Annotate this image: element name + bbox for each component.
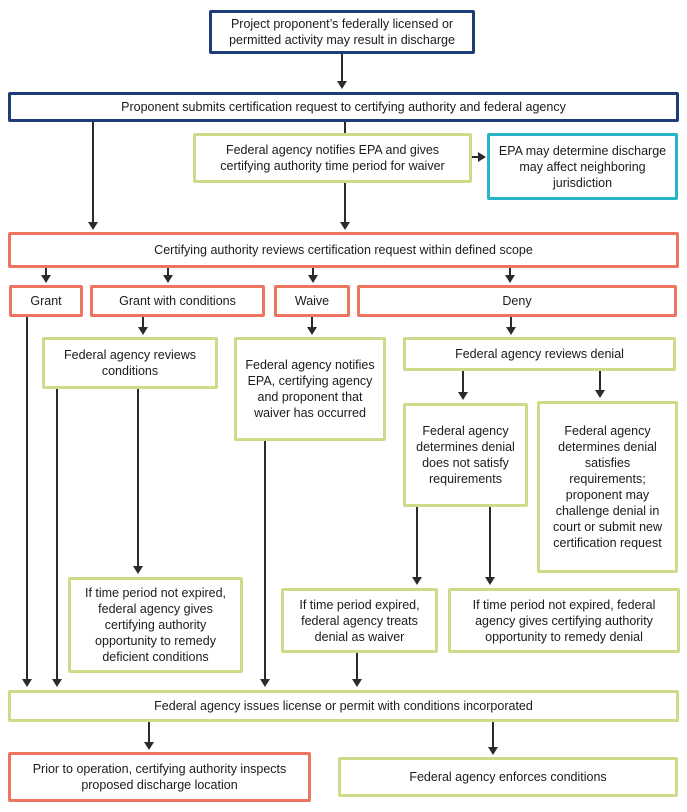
arrow-reviews-conditions-to-issue-line (56, 389, 58, 679)
arrow-not-satisfy-to-expired-line (416, 507, 418, 577)
node-denial-satisfies: Federal agency determines denial satisfi… (537, 401, 678, 573)
arrow-grant-conditions-to-reviews-line (142, 317, 144, 327)
arrow-review-to-grant-line (45, 268, 47, 275)
node-denial-not-satisfy: Federal agency determines denial does no… (403, 403, 528, 507)
arrow-issue-to-enforce-line (492, 722, 494, 747)
node-remedy-deficient-conditions: If time period not expired, federal agen… (68, 577, 243, 673)
arrow-review-denial-to-not-satisfy-line (462, 371, 464, 392)
arrow-deny-to-review-denial-head (506, 327, 516, 335)
arrow-reviews-conditions-to-issue-head (52, 679, 62, 687)
node-submit-certification-request: Proponent submits certification request … (8, 92, 679, 122)
node-remedy-denial: If time period not expired, federal agen… (448, 588, 680, 653)
arrow-activity-to-submit-line (341, 54, 343, 81)
arrow-deny-to-review-denial-line (510, 317, 512, 327)
node-epa-neighboring-jurisdiction: EPA may determine discharge may affect n… (487, 133, 678, 200)
arrow-reviews-conditions-to-remedy-line (137, 389, 139, 566)
arrow-submit-to-review-line (92, 122, 94, 222)
arrow-issue-to-enforce-head (488, 747, 498, 755)
node-grant-with-conditions: Grant with conditions (90, 285, 265, 317)
arrow-review-to-grant-head (41, 275, 51, 283)
node-enforces-conditions: Federal agency enforces conditions (338, 757, 678, 797)
node-grant: Grant (9, 285, 83, 317)
node-issues-license-permit: Federal agency issues license or permit … (8, 690, 679, 722)
arrow-review-to-grant-conditions-line (167, 268, 169, 275)
arrow-not-satisfy-to-remedy-denial-head (485, 577, 495, 585)
arrow-review-to-deny-head (505, 275, 515, 283)
node-certifying-authority-reviews: Certifying authority reviews certificati… (8, 232, 679, 268)
arrow-issue-to-inspect-line (148, 722, 150, 742)
node-deny: Deny (357, 285, 677, 317)
arrow-notify-epa-to-review-head (340, 222, 350, 230)
arrow-grant-to-issue-line (26, 317, 28, 679)
arrow-review-to-grant-conditions-head (163, 275, 173, 283)
arrow-activity-to-submit-head (337, 81, 347, 89)
arrow-grant-to-issue-head (22, 679, 32, 687)
node-inspects-discharge-location: Prior to operation, certifying authority… (8, 752, 311, 802)
node-waive: Waive (274, 285, 350, 317)
arrow-review-denial-to-satisfies-line (599, 371, 601, 390)
node-proponent-activity: Project proponent’s federally licensed o… (209, 10, 475, 54)
arrow-grant-conditions-to-reviews-head (138, 327, 148, 335)
arrow-issue-to-inspect-head (144, 742, 154, 750)
arrow-review-to-waive-line (312, 268, 314, 275)
connector-submit-to-notify-epa (344, 122, 346, 133)
arrow-waive-to-notify-line (311, 317, 313, 327)
arrow-not-satisfy-to-expired-head (412, 577, 422, 585)
arrow-review-to-deny-line (509, 268, 511, 275)
arrow-review-denial-to-satisfies-head (595, 390, 605, 398)
node-reviews-conditions: Federal agency reviews conditions (42, 337, 218, 389)
arrow-notify-waiver-to-issue-head (260, 679, 270, 687)
arrow-reviews-conditions-to-remedy-head (133, 566, 143, 574)
arrow-notify-epa-to-neighbor-line (472, 156, 478, 158)
arrow-expired-to-issue-head (352, 679, 362, 687)
arrow-review-denial-to-not-satisfy-head (458, 392, 468, 400)
arrow-notify-epa-to-neighbor-head (478, 152, 486, 162)
arrow-expired-to-issue-line (356, 653, 358, 679)
node-reviews-denial: Federal agency reviews denial (403, 337, 676, 371)
arrow-notify-waiver-to-issue-line (264, 441, 266, 679)
arrow-submit-to-review-head (88, 222, 98, 230)
arrow-waive-to-notify-head (307, 327, 317, 335)
arrow-notify-epa-to-review-line (344, 183, 346, 222)
node-expired-treats-waiver: If time period expired, federal agency t… (281, 588, 438, 653)
node-federal-agency-notifies-epa: Federal agency notifies EPA and gives ce… (193, 133, 472, 183)
node-notifies-waiver-occurred: Federal agency notifies EPA, certifying … (234, 337, 386, 441)
arrow-not-satisfy-to-remedy-denial-line (489, 507, 491, 577)
arrow-review-to-waive-head (308, 275, 318, 283)
